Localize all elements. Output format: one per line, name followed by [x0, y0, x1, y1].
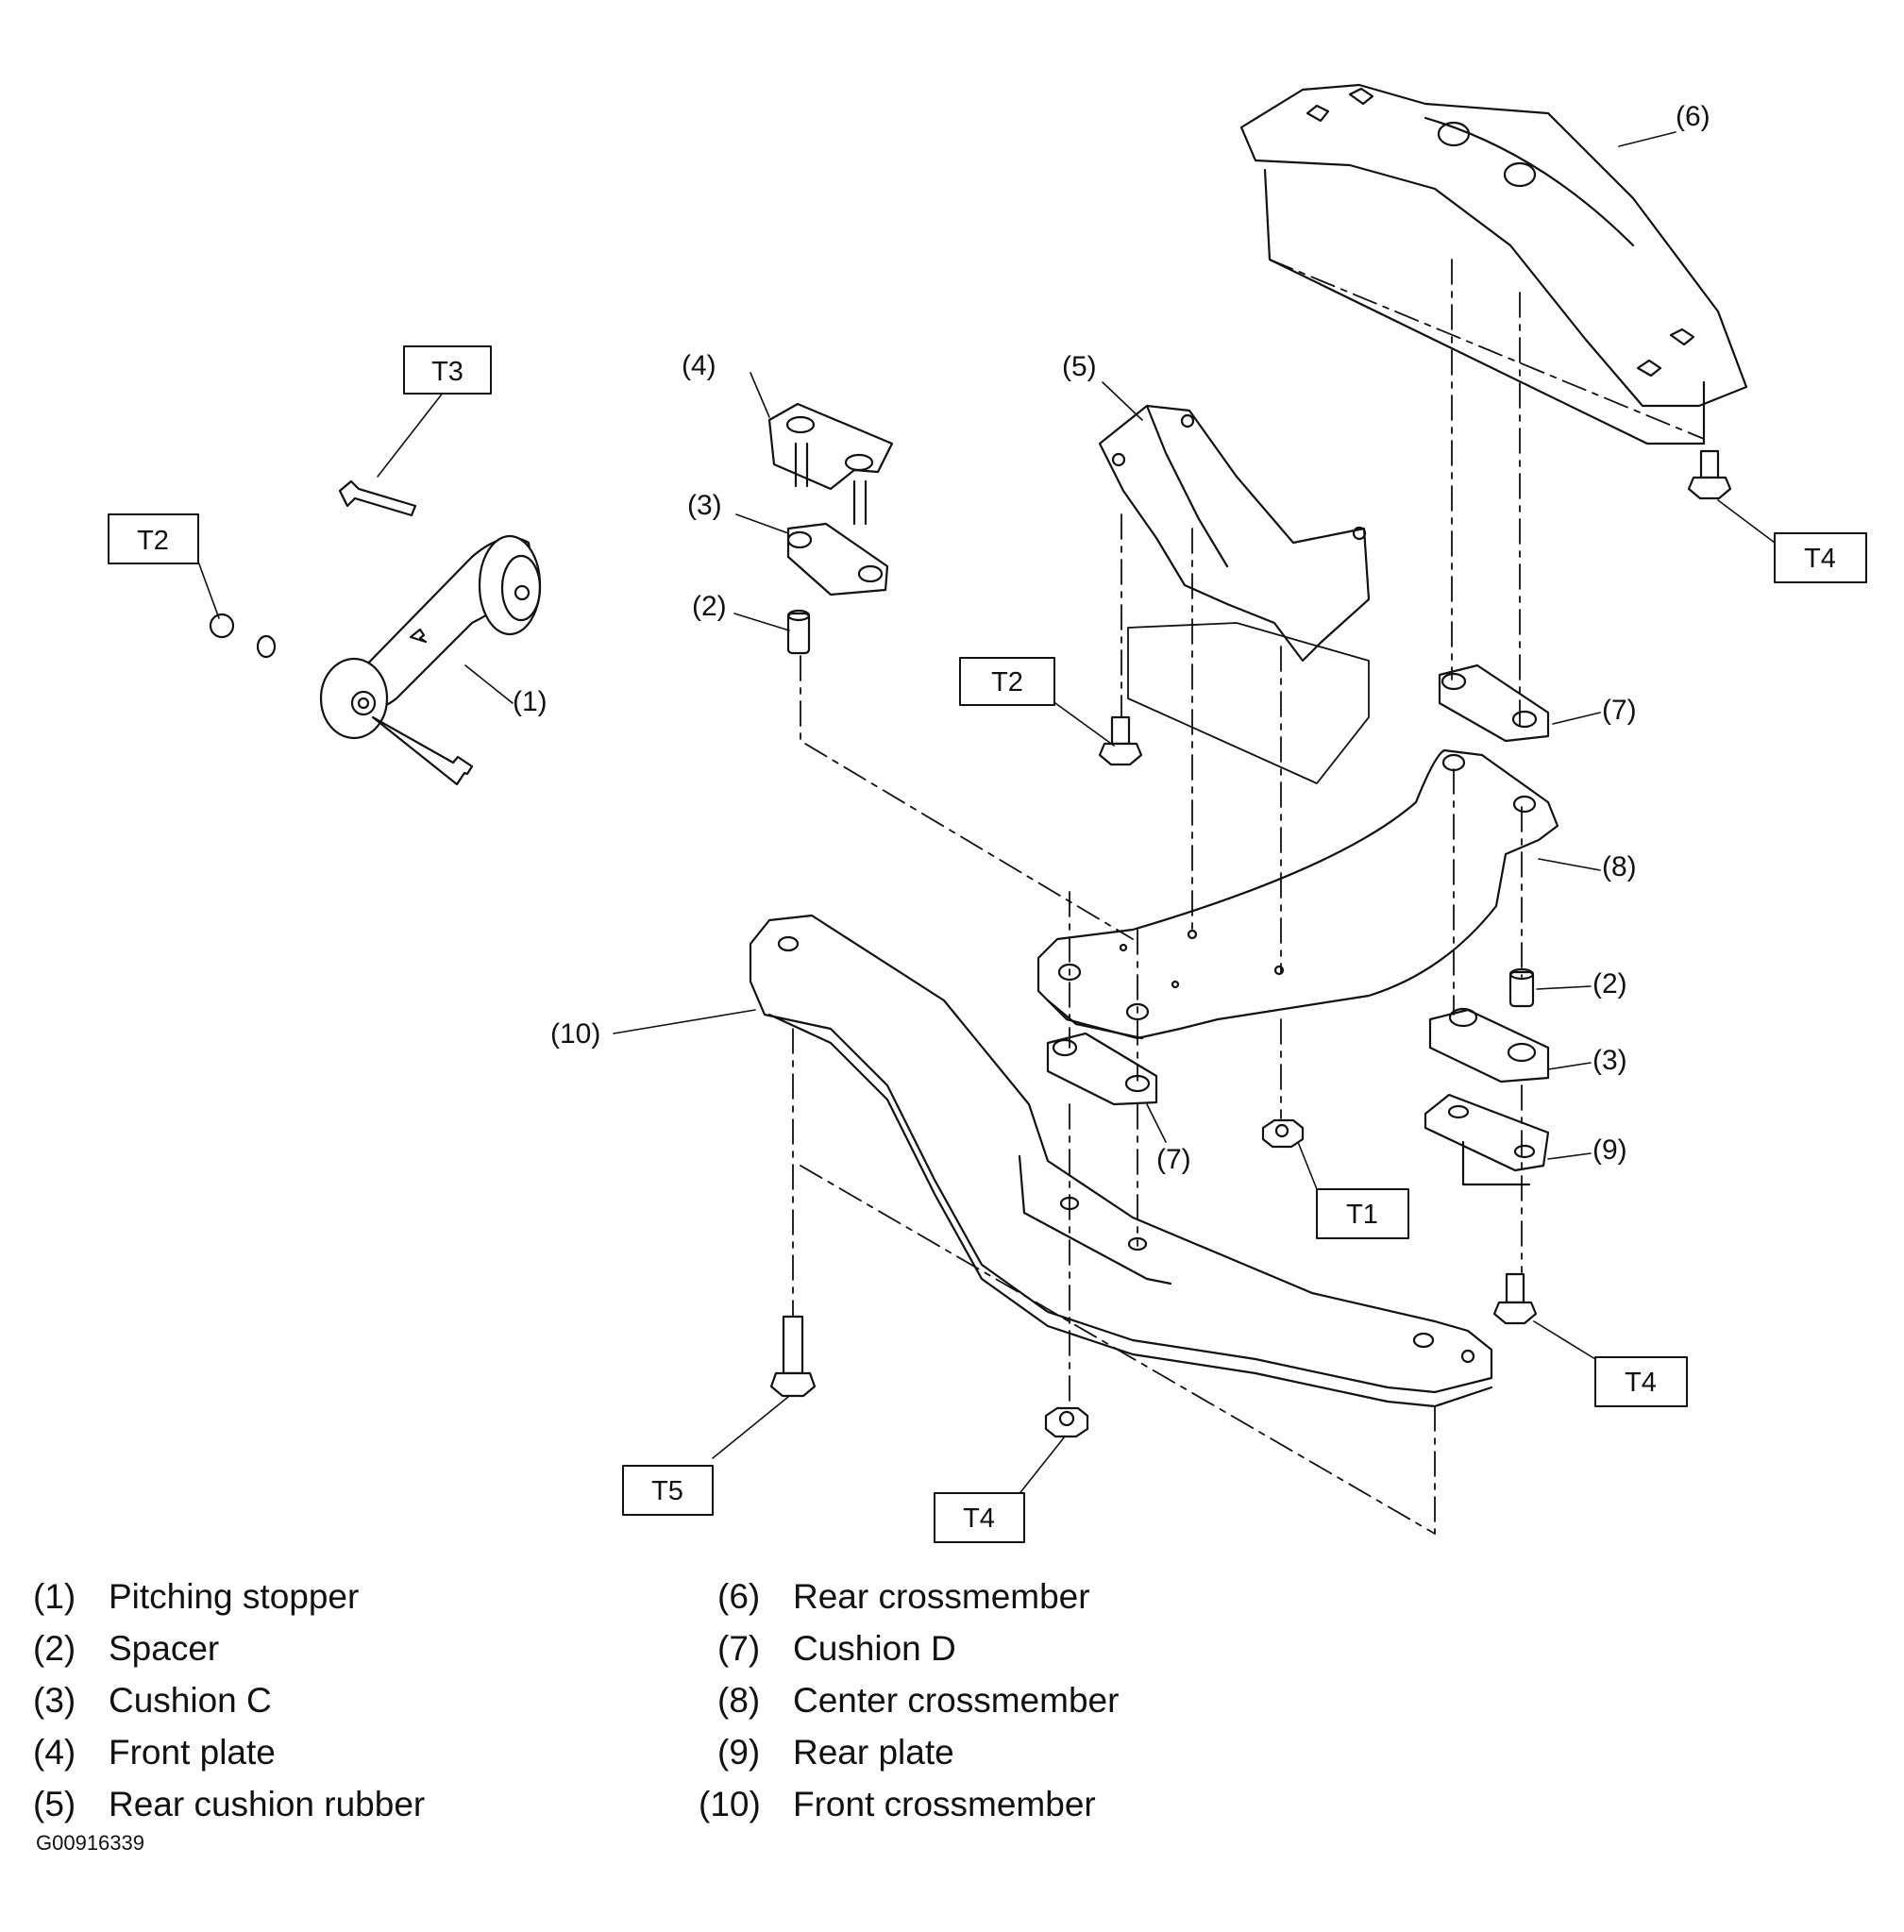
- callout-8: (8): [1602, 851, 1637, 882]
- callout-2-upper: (2): [692, 591, 727, 622]
- legend-number: (6): [717, 1577, 761, 1616]
- spacer-upper-part: [786, 609, 811, 655]
- torque-label-t2-middle: T2: [991, 667, 1023, 697]
- callout-9: (9): [1592, 1134, 1627, 1166]
- legend-item-8: (8) Center crossmember: [717, 1680, 1119, 1722]
- exploded-parts-diagram: (1) (4) (3) (2) (5) (6) (7) (8) (2) (3) …: [108, 83, 1867, 1543]
- nut-t1: [1261, 1118, 1305, 1149]
- bolt-t2-middle: [1098, 715, 1143, 766]
- legend-label: Front plate: [109, 1733, 276, 1772]
- legend-item-2: (2) Spacer: [33, 1628, 219, 1670]
- legend-label: Spacer: [109, 1629, 220, 1668]
- leader-lines: [197, 131, 1776, 1497]
- spacer-lower-part: [1508, 967, 1535, 1008]
- legend-number: (8): [717, 1681, 761, 1720]
- legend-number: (2): [33, 1629, 76, 1668]
- legend-item-10: (10) Front crossmember: [699, 1784, 1096, 1825]
- legend-label: Rear plate: [793, 1733, 954, 1772]
- cushion-c-upper-part: [786, 522, 889, 596]
- legend-item-5: (5) Rear cushion rubber: [33, 1784, 425, 1825]
- callout-5: (5): [1062, 351, 1097, 382]
- callout-1: (1): [513, 686, 548, 717]
- legend-number: (10): [699, 1785, 761, 1823]
- callout-3-upper: (3): [687, 490, 722, 521]
- legend-label: Pitching stopper: [109, 1577, 360, 1616]
- rear-cushion-rubber-part: [1098, 404, 1371, 784]
- torque-label-t4-upper: T4: [1804, 544, 1836, 574]
- legend-number: (4): [33, 1733, 76, 1772]
- figure-id: G00916339: [36, 1831, 144, 1855]
- torque-boxes: [108, 345, 1867, 1543]
- legend-number: (1): [33, 1577, 76, 1616]
- legend-number: (5): [33, 1785, 76, 1823]
- legend-label: Center crossmember: [793, 1681, 1120, 1720]
- callout-4: (4): [682, 350, 716, 381]
- legend-number: (3): [33, 1681, 76, 1720]
- legend-label: Cushion D: [793, 1629, 956, 1668]
- legend-label: Rear crossmember: [793, 1577, 1090, 1616]
- callout-6: (6): [1676, 101, 1710, 132]
- legend-item-9: (9) Rear plate: [717, 1732, 954, 1773]
- torque-label-t4-bottom: T4: [963, 1504, 995, 1534]
- legend-number: (9): [717, 1733, 761, 1772]
- legend-number: (7): [717, 1629, 761, 1668]
- legend-label: Front crossmember: [793, 1785, 1096, 1823]
- parts-legend: (1) Pitching stopper (2) Spacer (3) Cushion…: [0, 1567, 1904, 1850]
- front-plate-part: [767, 402, 894, 526]
- callout-2-lower: (2): [1592, 968, 1627, 1000]
- assembly-guide-lines: [792, 259, 1705, 1535]
- legend-item-6: (6) Rear crossmember: [717, 1576, 1090, 1618]
- cushion-d-lower-part: [1046, 1032, 1158, 1106]
- legend-label: Rear cushion rubber: [109, 1785, 426, 1823]
- torque-label-t5: T5: [651, 1476, 683, 1506]
- cushion-c-lower-part: [1428, 1007, 1550, 1084]
- callout-3-lower: (3): [1592, 1045, 1627, 1076]
- torque-label-t3: T3: [431, 357, 463, 387]
- torque-label-t4-right: T4: [1625, 1368, 1657, 1398]
- legend-item-3: (3) Cushion C: [33, 1680, 272, 1722]
- callout-7-lower: (7): [1156, 1144, 1191, 1175]
- front-crossmember-part: [749, 914, 1493, 1408]
- nut-t4-bottom: [1044, 1406, 1089, 1438]
- rear-crossmember-part: [1239, 83, 1748, 445]
- center-crossmember-part: [1036, 748, 1559, 1040]
- bolt-t4-lower-right: [1492, 1272, 1538, 1325]
- rear-plate-part: [1424, 1093, 1550, 1186]
- cushion-d-upper-part: [1438, 664, 1550, 743]
- torque-label-t2-left: T2: [137, 526, 169, 556]
- callout-7-upper: (7): [1602, 695, 1637, 726]
- bolt-t5: [769, 1315, 817, 1398]
- legend-item-7: (7) Cushion D: [717, 1628, 956, 1670]
- legend-item-1: (1) Pitching stopper: [33, 1576, 359, 1618]
- callout-10: (10): [550, 1018, 600, 1050]
- legend-label: Cushion C: [109, 1681, 272, 1720]
- torque-label-t1: T1: [1346, 1200, 1378, 1230]
- pitching-stopper-part: [209, 479, 542, 786]
- legend-item-4: (4) Front plate: [33, 1732, 276, 1773]
- bolt-t4-upper-right: [1687, 449, 1732, 500]
